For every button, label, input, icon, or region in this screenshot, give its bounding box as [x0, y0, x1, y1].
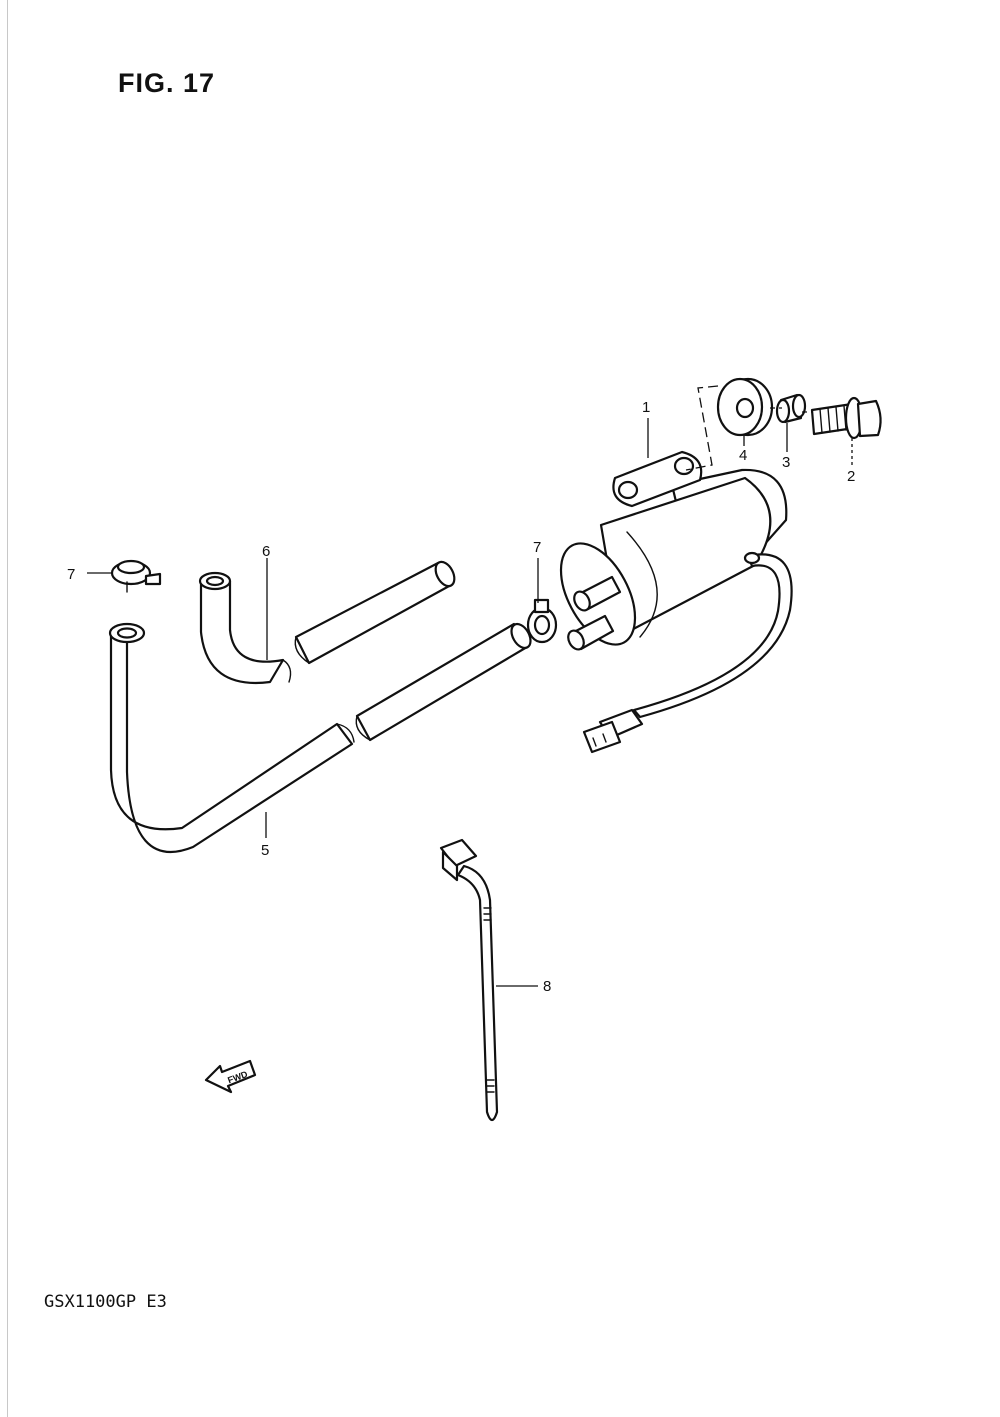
figure-title: FIG. 17	[118, 68, 216, 98]
part-fuel-pump[interactable]	[546, 450, 793, 754]
assembly-guide-lines	[685, 385, 812, 471]
part-bolt[interactable]	[810, 396, 882, 440]
part-fuel-hose-short[interactable]	[198, 571, 292, 685]
callout-4: 4	[739, 447, 747, 464]
callout-7-left: 7	[67, 566, 75, 583]
hose-segment-lower	[355, 622, 532, 742]
callout-8: 8	[543, 978, 551, 995]
part-cable-tie[interactable]	[439, 838, 499, 1122]
callout-1: 1	[642, 399, 650, 416]
callout-5: 5	[261, 842, 269, 859]
leader-lines	[87, 418, 853, 987]
part-hose-clamp-left[interactable]	[110, 559, 162, 593]
part-grommet[interactable]	[716, 377, 774, 437]
callout-2: 2	[847, 468, 855, 485]
callout-3: 3	[782, 454, 790, 471]
part-fuel-hose-long[interactable]	[108, 622, 355, 853]
model-label: GSX1100GP E3	[44, 1292, 167, 1312]
callout-7-middle: 7	[533, 539, 541, 556]
callout-6: 6	[262, 543, 270, 560]
fwd-arrow-icon: FWD	[204, 1059, 257, 1094]
hose-segment-upper	[294, 560, 456, 665]
page-binding-edge	[7, 0, 8, 1417]
part-hose-clamp-middle[interactable]	[526, 598, 558, 644]
